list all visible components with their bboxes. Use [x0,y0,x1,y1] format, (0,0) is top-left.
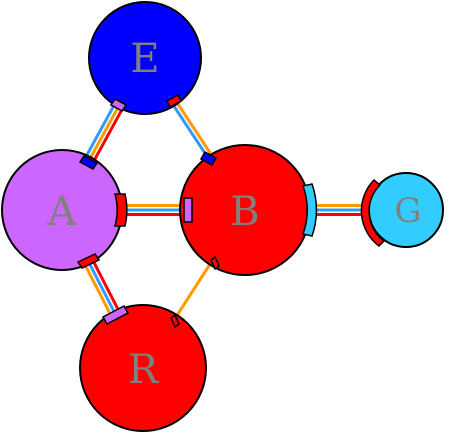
node-g[interactable]: G [360,172,444,248]
node-a-port [114,193,128,227]
node-b-label: B [230,189,259,235]
node-a-port [76,253,101,269]
node-r[interactable]: R [79,304,207,432]
node-e[interactable]: E [88,1,202,115]
node-r-circle [79,304,207,432]
nodes-layer: E A B G R [1,1,444,432]
node-a-label: A [47,189,78,235]
node-e-port [109,98,128,112]
node-b[interactable]: B [179,144,318,276]
node-g-port [360,178,386,247]
node-r-port [101,305,130,325]
node-e-label: E [130,36,159,82]
node-b-port [302,183,318,237]
node-r-label: R [128,347,160,393]
node-e-port [166,93,182,109]
node-g-label: G [394,191,421,231]
node-e-circle [88,1,202,115]
node-a[interactable]: A [1,149,128,271]
node-b-port [210,255,220,271]
node-r-port [170,313,180,329]
node-b-port [183,197,193,223]
node-b-port [199,150,218,167]
node-a-port [78,155,99,170]
